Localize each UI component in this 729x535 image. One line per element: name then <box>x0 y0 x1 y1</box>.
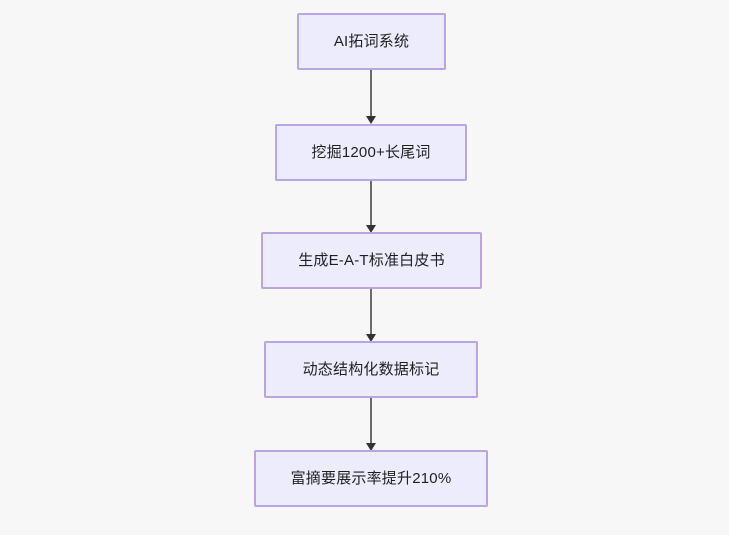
flow-edge-n3-n4 <box>370 289 372 334</box>
flow-node-ai-keyword-system[interactable]: AI拓词系统 <box>297 13 446 70</box>
flow-node-rich-snippet-impression-lift[interactable]: 富摘要展示率提升210% <box>254 450 488 507</box>
flow-node-label: 动态结构化数据标记 <box>302 361 440 378</box>
flow-node-label: 富摘要展示率提升210% <box>290 470 452 487</box>
flow-edge-n1-n2 <box>370 70 372 116</box>
flow-node-mine-long-tail-keywords[interactable]: 挖掘1200+长尾词 <box>275 124 467 181</box>
flow-edge-n2-n3 <box>370 181 372 225</box>
flow-node-generate-eat-whitepaper[interactable]: 生成E-A-T标准白皮书 <box>261 232 482 289</box>
flow-node-dynamic-structured-data-markup[interactable]: 动态结构化数据标记 <box>264 341 478 398</box>
arrow-down-icon <box>366 334 376 342</box>
arrow-down-icon <box>366 116 376 124</box>
arrow-down-icon <box>366 225 376 233</box>
flow-node-label: 生成E-A-T标准白皮书 <box>298 252 445 269</box>
flow-edge-n4-n5 <box>370 398 372 443</box>
arrow-down-icon <box>366 443 376 451</box>
flow-node-label: 挖掘1200+长尾词 <box>311 144 431 161</box>
flow-node-label: AI拓词系统 <box>333 33 410 50</box>
